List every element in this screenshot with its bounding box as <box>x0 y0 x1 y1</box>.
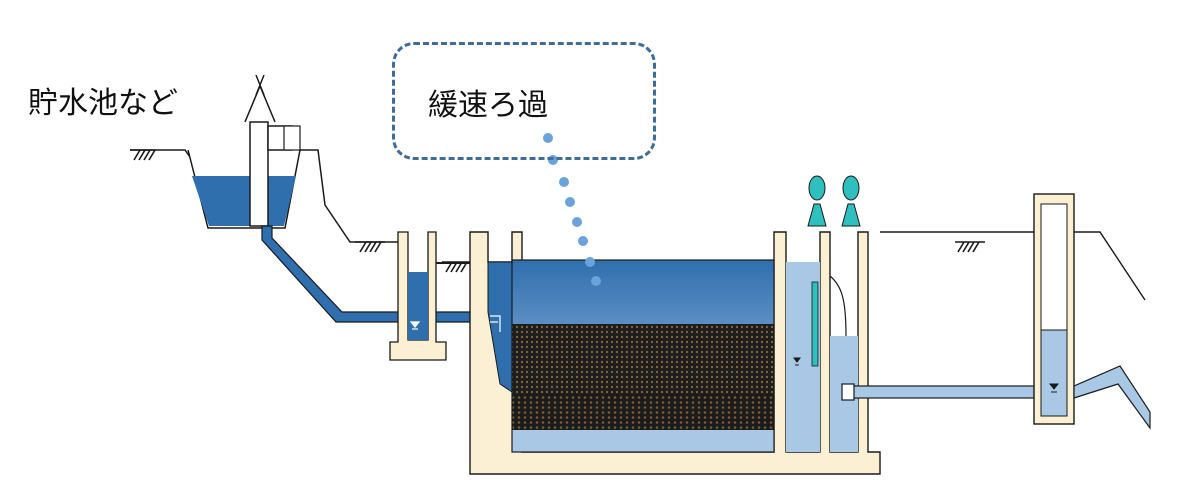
valve-handle-icon <box>807 175 861 227</box>
water-level-icon <box>793 357 801 366</box>
reservoir <box>130 74 400 243</box>
callout-box <box>392 42 656 160</box>
outlet-pipe <box>841 383 1035 401</box>
inlet-pipe <box>261 225 487 323</box>
slow-sand-filtration-label: 緩速ろ過 <box>428 88 548 123</box>
reservoir-label: 貯水池など <box>28 86 178 121</box>
clear-water-tank <box>1033 193 1151 430</box>
water-level-icon <box>409 321 421 330</box>
water-level-icon <box>1048 383 1060 393</box>
distribution-well <box>389 231 484 361</box>
filter-basin <box>469 231 881 475</box>
